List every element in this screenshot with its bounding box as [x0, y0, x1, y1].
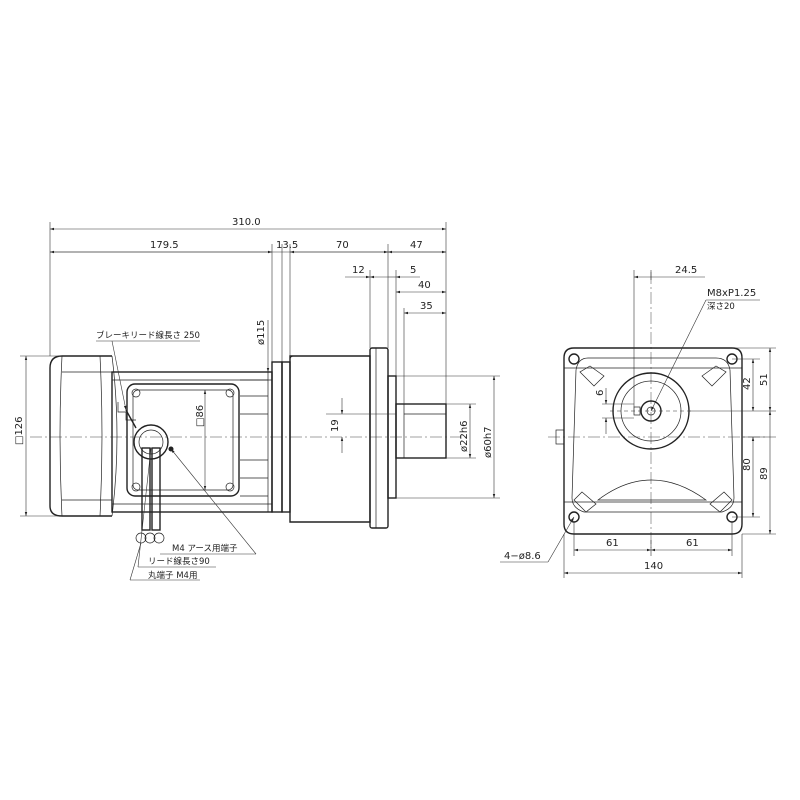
- output-shaft: [395, 403, 447, 459]
- dim-70: 70: [336, 240, 349, 251]
- dim-47: 47: [410, 240, 423, 251]
- ring-terminal: [144, 532, 156, 544]
- box-screw: [131, 482, 141, 492]
- label-brake-lead: ブレーキリード線長さ 250: [96, 330, 200, 341]
- lead-wire: [151, 447, 161, 531]
- label-tap-depth: 深さ20: [707, 302, 735, 312]
- dim-6: 6: [595, 390, 606, 396]
- dim-89: 89: [759, 467, 770, 480]
- dim-35: 35: [420, 301, 433, 312]
- dim-12: 12: [352, 265, 365, 276]
- dim-40: 40: [418, 280, 431, 291]
- dim-19: 19: [330, 419, 341, 432]
- label-ring-terminal: 丸端子 M4用: [148, 570, 197, 581]
- dim-24-5: 24.5: [675, 265, 697, 276]
- dim-60: ø60h7: [483, 426, 494, 458]
- dim-140: 140: [644, 561, 663, 572]
- lead-wire: [141, 447, 151, 531]
- gear-flange: [369, 347, 389, 529]
- motor-end-cap: [49, 355, 112, 517]
- box-screw: [225, 388, 235, 398]
- terminal-box: [126, 383, 240, 497]
- dim-total-length: 310.0: [232, 217, 261, 228]
- dim-61-right: 61: [686, 538, 699, 549]
- dim-22: ø22h6: [459, 420, 470, 452]
- dim-42: 42: [742, 377, 753, 390]
- dim-motor-length: 179.5: [150, 240, 179, 251]
- mount-hole: [568, 353, 580, 365]
- front-view: 24.5 M8xP1.25 深さ20 6 42 51 80 89 61: [500, 265, 776, 578]
- box-screw: [225, 482, 235, 492]
- dim-51: 51: [759, 373, 770, 386]
- label-earth-terminal: M4 アース用端子: [172, 543, 238, 554]
- label-holes: 4−ø8.6: [504, 551, 541, 562]
- label-lead-length: リード線長さ90: [148, 556, 210, 567]
- label-tap-size: M8xP1.25: [707, 288, 756, 299]
- dim-86: □86: [195, 405, 206, 427]
- cable-gland: [133, 424, 169, 460]
- ring-terminal: [153, 532, 165, 544]
- dim-80: 80: [742, 458, 753, 471]
- dim-115: ø115: [256, 320, 267, 345]
- dim-126: □126: [14, 416, 25, 445]
- box-screw: [131, 388, 141, 398]
- dim-13-5: 13.5: [276, 240, 298, 251]
- dim-5: 5: [410, 265, 416, 276]
- brake-lead-wire: [117, 402, 136, 421]
- side-view: □86: [14, 217, 500, 581]
- gear-head: [289, 355, 371, 523]
- inner-housing: [571, 357, 735, 513]
- dim-61-left: 61: [606, 538, 619, 549]
